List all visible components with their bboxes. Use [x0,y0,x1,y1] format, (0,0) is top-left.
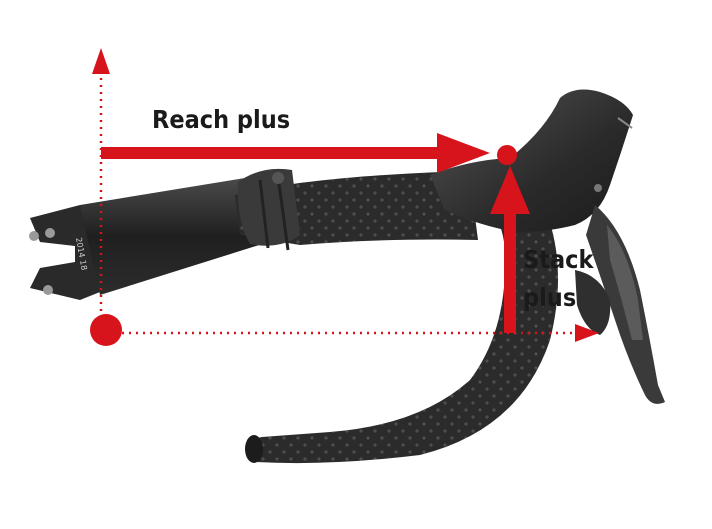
handlebar-drop [245,175,559,464]
target-point [497,145,517,165]
arrowhead-up-icon [490,166,530,214]
arrowhead-right-icon [575,324,599,342]
reach-label: Reach plus [152,105,290,134]
shifter-hood [430,89,633,232]
bolt-icon [45,228,55,238]
reference-lines [92,48,599,342]
arrowhead-up-icon [92,48,110,74]
stack-label-line1: Stack [523,245,594,274]
stack-arrow [490,166,530,333]
reach-arrow [101,133,490,173]
bolt-icon [43,285,53,295]
stack-label-line2: plus [523,283,576,312]
bolt-icon [29,231,39,241]
arrowhead-right-icon [437,133,490,173]
handlebar-tops [235,168,478,251]
origin-point [90,314,122,346]
brake-lever [575,205,665,404]
stem-faceplate [29,205,102,300]
